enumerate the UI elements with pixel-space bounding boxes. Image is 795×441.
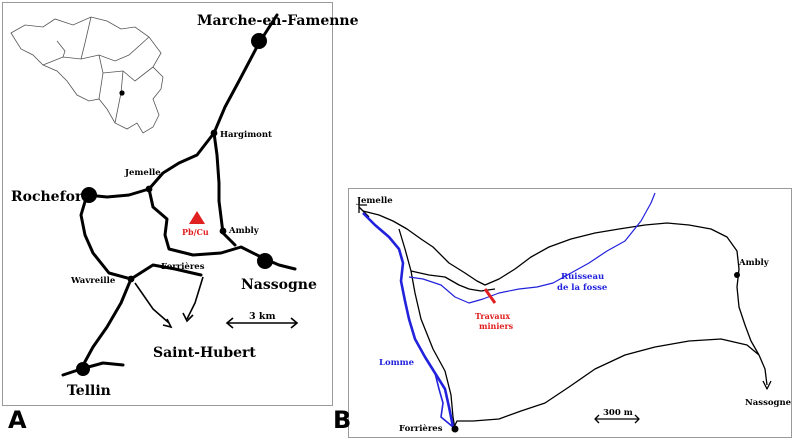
- town-marker-wavreille: [127, 275, 135, 283]
- label-works-2: miniers: [479, 321, 514, 331]
- scale-bar-label-b: 300 m: [603, 408, 633, 418]
- place-marker-forrieres: [451, 425, 459, 433]
- town-marker-jemelle: [145, 185, 153, 193]
- label-forrieres-b: Forrières: [399, 423, 443, 434]
- label-lomme: Lomme: [379, 358, 415, 368]
- town-marker-nassogne: [257, 253, 273, 269]
- label-forrieres: Forrières: [161, 261, 205, 272]
- label-stream-1: Ruisseau: [561, 272, 604, 282]
- label-works-1: Travaux: [475, 311, 510, 321]
- road-network: [61, 13, 297, 377]
- label-wavreille: Wavreille: [70, 276, 116, 286]
- label-nassogne: Nassogne: [241, 277, 317, 293]
- belgium-inset-map: [10, 16, 164, 134]
- regional-map: Marche-en-Famenne Hargimont Jemelle Roch…: [10, 13, 359, 399]
- label-rochefort: Rochefort: [11, 189, 89, 205]
- label-stream-2: de la fosse: [557, 283, 608, 293]
- town-marker-marche: [251, 33, 267, 49]
- label-nassogne-b: Nassogne: [745, 398, 792, 408]
- label-saint-hubert: Saint-Hubert: [153, 345, 256, 361]
- local-roads: [358, 204, 772, 430]
- secondary-routes: [134, 276, 299, 329]
- label-jemelle: Jemelle: [124, 168, 161, 178]
- panel-letter-a: A: [8, 406, 27, 434]
- mine-works-marker: [483, 288, 497, 304]
- local-map: Jemelle Ambly Ruisseau de la fosse Trava…: [356, 192, 792, 434]
- town-marker-hargimont: [210, 129, 218, 137]
- town-marker-rochefort: [81, 187, 97, 203]
- deposit-triangle-icon: [189, 211, 205, 224]
- label-marche: Marche-en-Famenne: [197, 13, 359, 29]
- label-tellin: Tellin: [67, 383, 111, 399]
- place-marker-ambly: [734, 272, 740, 278]
- panel-letter-b: B: [333, 406, 352, 434]
- label-deposit: Pb/Cu: [182, 227, 209, 237]
- label-ambly: Ambly: [228, 226, 260, 236]
- label-jemelle-b: Jemelle: [356, 196, 393, 206]
- scale-bar-label: 3 km: [249, 311, 276, 322]
- map-panel-b: Jemelle Ambly Ruisseau de la fosse Trava…: [348, 188, 792, 438]
- map-panel-a: Marche-en-Famenne Hargimont Jemelle Roch…: [2, 2, 359, 406]
- study-area-marker-icon: [119, 90, 125, 96]
- town-marker-tellin: [76, 362, 90, 376]
- label-hargimont: Hargimont: [220, 130, 272, 140]
- watercourses: [362, 192, 656, 428]
- label-ambly-b: Ambly: [738, 258, 770, 268]
- town-marker-ambly: [219, 227, 227, 235]
